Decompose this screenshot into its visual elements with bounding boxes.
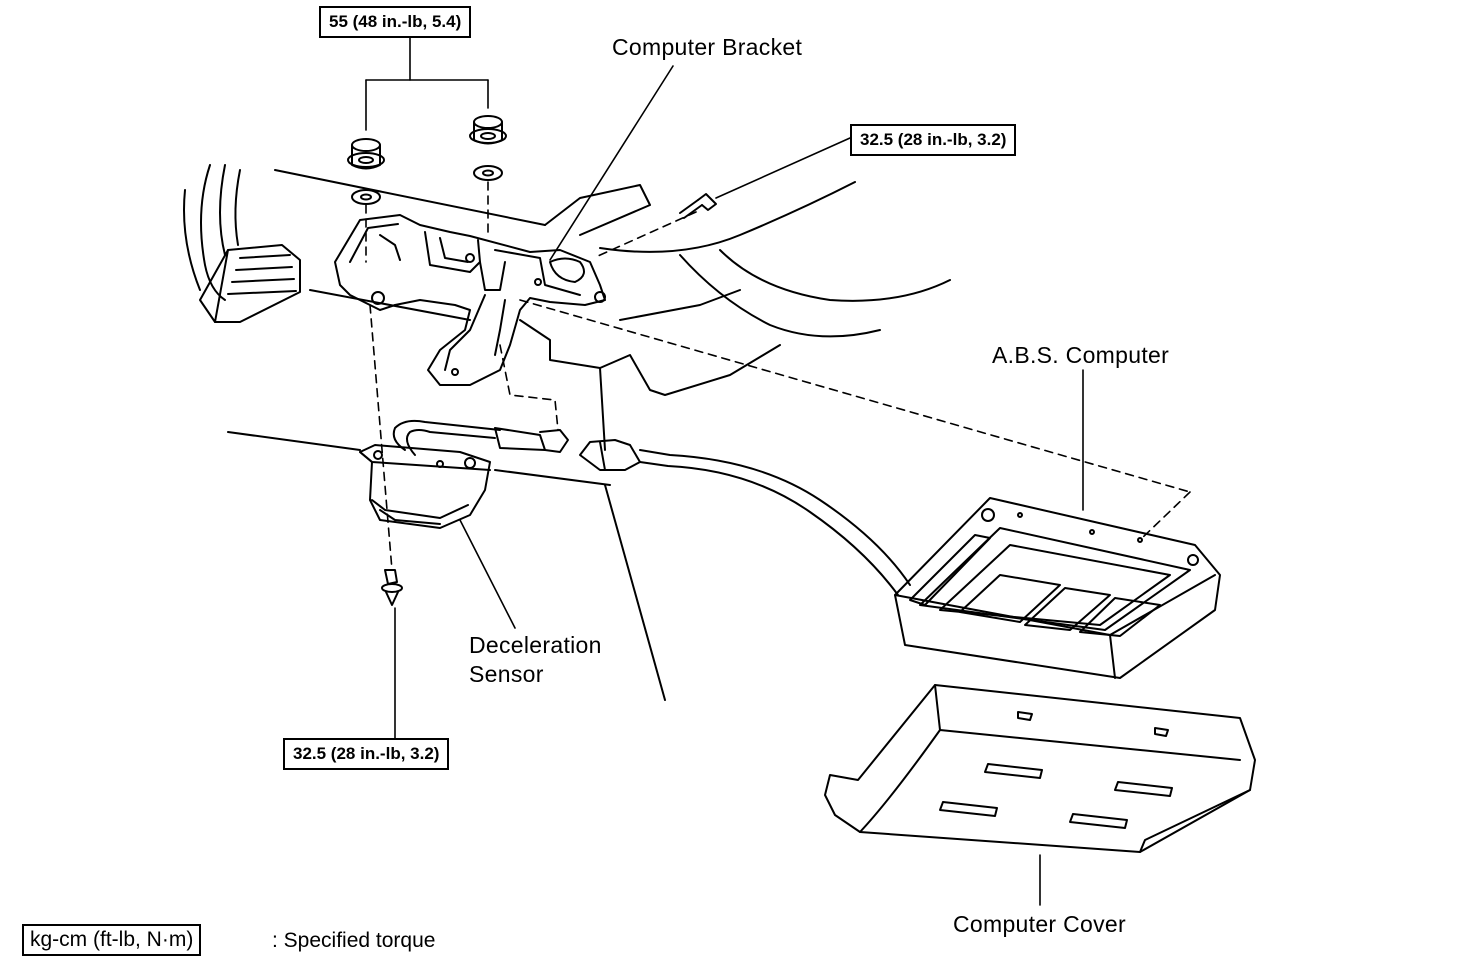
computer-bracket <box>334 214 606 386</box>
legend-specified-torque: : Specified torque <box>272 929 436 952</box>
abs-computer-cable <box>579 439 911 596</box>
assembly-lines <box>365 181 1191 571</box>
abs-computer <box>894 497 1221 679</box>
label-computer-cover: Computer Cover <box>953 911 1126 937</box>
torque-spec-bracket-screw: 32.5 (28 in.-lb, 3.2) <box>850 124 1017 156</box>
label-deceleration-sensor-line2: Sensor <box>469 661 544 687</box>
label-computer-bracket: Computer Bracket <box>612 34 803 60</box>
computer-cover <box>824 684 1256 853</box>
bracket-screw <box>679 193 717 219</box>
leader-lines <box>365 35 1084 906</box>
label-deceleration-sensor-line1: Deceleration <box>469 632 602 658</box>
legend-unit-box: kg-cm (ft-lb, N·m) <box>22 924 202 956</box>
wire-harness <box>183 164 301 323</box>
vehicle-body-outline <box>227 169 951 701</box>
torque-spec-sensor-bolt: 32.5 (28 in.-lb, 3.2) <box>283 738 450 770</box>
torque-spec-bracket-nuts: 55 (48 in.-lb, 5.4) <box>319 6 472 38</box>
label-abs-computer: A.B.S. Computer <box>992 342 1170 368</box>
deceleration-sensor <box>359 419 569 529</box>
bracket-nuts-and-washers <box>347 115 507 205</box>
sensor-bolt <box>381 569 403 606</box>
